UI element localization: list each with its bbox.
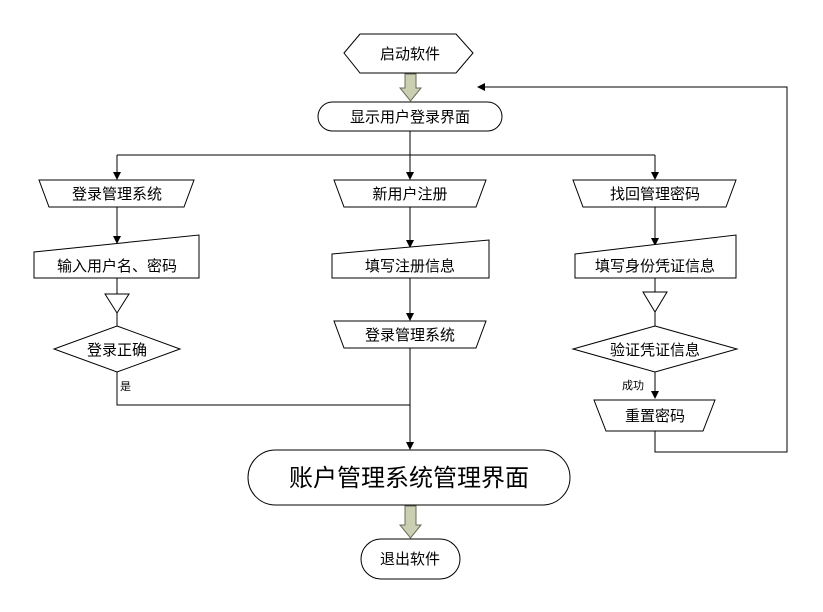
fat-arrow-start [398,73,423,102]
fill-register-label: 填写注册信息 [365,257,455,275]
check-login-label: 登录正确 [87,341,147,359]
register-login-label: 登录管理系统 [365,326,455,344]
start-label: 启动软件 [380,45,440,63]
input-credentials-node: 输入用户名、密码 [33,234,200,279]
verify-identity-decision: 验证凭证信息 [571,325,739,373]
input-credentials-label: 输入用户名、密码 [57,257,177,275]
fill-identity-node: 填写身份凭证信息 [574,234,737,279]
branch-recover-label: 找回管理密码 [610,185,700,203]
main-ui-label: 账户管理系统管理界面 [289,464,529,492]
verify-identity-label: 验证凭证信息 [610,341,700,359]
check-login-decision: 登录正确 [52,325,182,373]
exit-node: 退出软件 [360,538,461,580]
login-ui-node: 显示用户登录界面 [317,101,503,132]
exit-label: 退出软件 [380,550,440,568]
connector-reset-loop-back [477,83,788,453]
start-node: 启动软件 [343,33,474,74]
fill-identity-label: 填写身份凭证信息 [595,257,715,275]
branch-login-node: 登录管理系统 [38,179,195,208]
connector-check-yes [116,372,410,406]
branch-register-node: 新用户注册 [333,179,487,208]
edge-label-yes: 是 [120,380,131,393]
fat-arrow-exit [398,505,423,539]
main-ui-node: 账户管理系统管理界面 [247,449,571,506]
offpage-connector-right [642,291,668,313]
connectors [113,83,788,453]
branch-register-label: 新用户注册 [372,185,447,203]
reset-password-label: 重置密码 [625,407,685,425]
branch-recover-node: 找回管理密码 [572,179,737,208]
reset-password-node: 重置密码 [593,399,716,432]
fill-register-node: 填写注册信息 [331,239,490,279]
branch-login-label: 登录管理系统 [72,185,162,203]
edge-label-success: 成功 [622,379,644,392]
offpage-connector-left [104,293,130,314]
login-ui-label: 显示用户登录界面 [350,108,470,126]
register-login-node: 登录管理系统 [333,320,487,349]
